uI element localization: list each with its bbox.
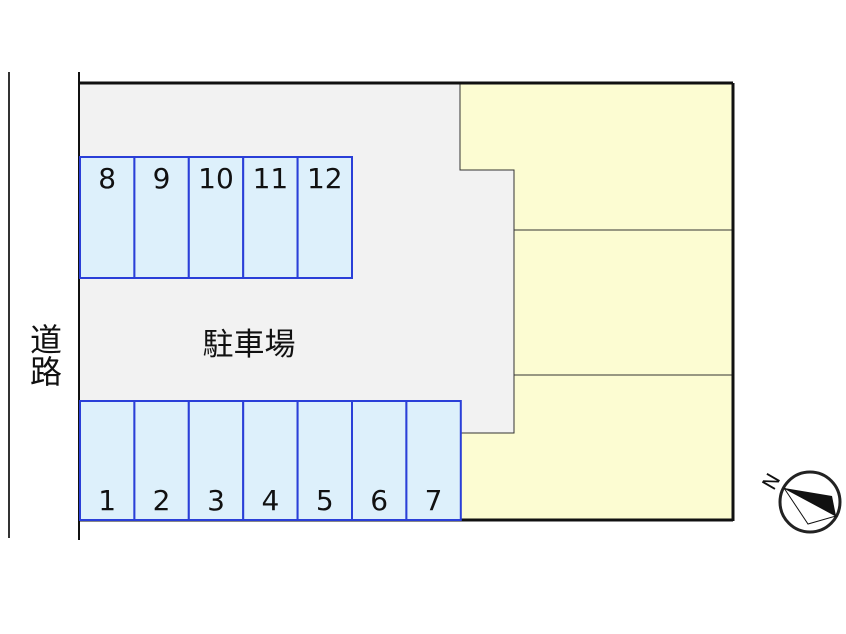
parking-space-2: 2 <box>133 400 190 521</box>
parking-space-number: 8 <box>98 162 116 195</box>
parking-space-rect <box>79 400 136 521</box>
parking-space-number: 10 <box>198 162 234 195</box>
parking-space-rect <box>296 156 354 279</box>
parking-space-number: 6 <box>370 484 388 517</box>
parking-space-number: 5 <box>316 484 334 517</box>
parking-space-rect <box>187 400 245 521</box>
parking-space-6: 6 <box>351 400 408 521</box>
parking-space-number: 7 <box>425 484 443 517</box>
parking-space-number: 1 <box>98 484 116 517</box>
parking-space-number: 9 <box>153 162 171 195</box>
parking-space-rect <box>187 156 245 279</box>
parking-space-rect <box>242 156 299 279</box>
parking-space-rect <box>296 400 354 521</box>
parking-spaces-top: 8 9 10 11 12 <box>79 156 354 279</box>
parking-space-number: 2 <box>153 484 171 517</box>
parking-space-rect <box>79 156 136 279</box>
parking-space-9: 9 <box>133 156 190 279</box>
compass-icon: N <box>757 469 842 534</box>
parking-space-number: 11 <box>253 162 289 195</box>
parking-space-rect <box>242 400 299 521</box>
parking-space-rect <box>133 156 190 279</box>
compass-needle-tail-icon <box>783 487 838 525</box>
parking-space-number: 4 <box>261 484 279 517</box>
parking-space-number: 12 <box>307 162 343 195</box>
parking-space-10: 10 <box>187 156 245 279</box>
parking-space-3: 3 <box>187 400 245 521</box>
building <box>459 82 733 521</box>
parking-space-11: 11 <box>242 156 299 279</box>
parking-space-7: 7 <box>405 400 462 521</box>
parking-space-number: 3 <box>207 484 225 517</box>
parking-label: 駐車場 <box>203 327 296 363</box>
parking-space-12: 12 <box>296 156 354 279</box>
parking-space-1: 1 <box>79 400 136 521</box>
parking-spaces-bottom: 1 2 3 4 5 6 7 <box>79 400 462 521</box>
parking-space-8: 8 <box>79 156 136 279</box>
parking-space-rect <box>405 400 462 521</box>
road-label: 道路 <box>25 323 63 387</box>
building-unit-middle <box>513 229 733 376</box>
parking-space-4: 4 <box>242 400 299 521</box>
parking-space-5: 5 <box>296 400 354 521</box>
